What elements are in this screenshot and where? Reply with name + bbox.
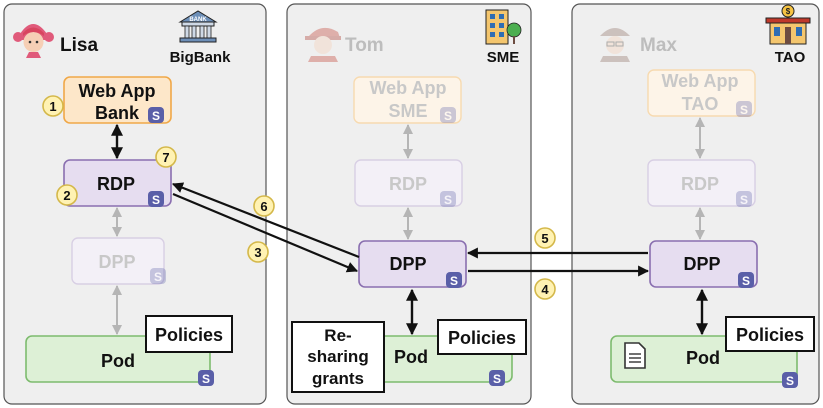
svg-text:1: 1 xyxy=(49,99,56,114)
rdp-lisa-label: RDP xyxy=(97,174,135,194)
office-building-icon xyxy=(485,9,522,45)
webapp-tao-label-1: Web App xyxy=(662,71,739,91)
policies-tao-box[interactable] xyxy=(725,316,815,352)
avatar-max-icon xyxy=(600,28,630,62)
svg-text:5: 5 xyxy=(541,231,548,246)
solid-logo-icon: S xyxy=(446,272,462,288)
svg-text:S: S xyxy=(786,374,794,388)
person-name-tom: Tom xyxy=(345,35,384,56)
avatar-tom-icon xyxy=(305,27,341,62)
dpp-lisa-label: DPP xyxy=(98,252,135,272)
bank-building-icon: BANK xyxy=(178,10,218,43)
resharing-grants-line-1: Re- xyxy=(324,326,351,345)
pod-tao-label: Pod xyxy=(686,348,720,368)
svg-text:S: S xyxy=(154,270,162,284)
svg-text:S: S xyxy=(450,274,458,288)
resharing-grants-line-3: grants xyxy=(312,369,364,388)
avatar-lisa-icon xyxy=(13,24,54,58)
svg-text:3: 3 xyxy=(254,245,261,260)
org-name-tao: TAO xyxy=(775,49,806,66)
policies-tao-label: Policies xyxy=(736,325,804,345)
dpp-tao-box[interactable] xyxy=(649,240,758,288)
svg-text:2: 2 xyxy=(63,188,70,203)
svg-text:S: S xyxy=(740,193,748,207)
svg-text:6: 6 xyxy=(260,199,267,214)
rdp-lisa-box[interactable] xyxy=(63,159,172,207)
solid-logo-icon: S xyxy=(198,370,214,386)
step-badge-3: 3 xyxy=(247,241,269,263)
solid-logo-icon: S xyxy=(440,107,456,123)
document-icon xyxy=(624,342,646,369)
svg-text:S: S xyxy=(152,193,160,207)
policies-sme-box[interactable] xyxy=(437,319,527,355)
step-badge-2: 2 xyxy=(56,184,78,206)
svg-text:S: S xyxy=(740,103,748,117)
org-name-sme: SME xyxy=(487,49,520,66)
rdp-tao-label: RDP xyxy=(681,174,719,194)
webapp-bank-label-2: Bank xyxy=(95,103,140,123)
svg-text:S: S xyxy=(444,193,452,207)
person-name-lisa: Lisa xyxy=(60,35,98,56)
solid-logo-icon: S xyxy=(736,191,752,207)
solid-logo-icon: S xyxy=(782,372,798,388)
arrow-step-6-dpp-to-rdp xyxy=(171,182,360,259)
webapp-tao-box[interactable] xyxy=(647,69,756,117)
webapp-bank-box[interactable] xyxy=(63,76,172,124)
solid-logo-icon: S xyxy=(440,191,456,207)
svg-text:S: S xyxy=(152,109,160,123)
webapp-sme-box[interactable] xyxy=(353,76,462,124)
pod-sme-label: Pod xyxy=(394,347,428,367)
person-name-max: Max xyxy=(640,35,677,56)
step-badge-6: 6 xyxy=(253,195,275,217)
policies-sme-label: Policies xyxy=(448,328,516,348)
pod-lisa-label: Pod xyxy=(101,351,135,371)
bank-sign-text: BANK xyxy=(189,17,207,23)
org-name-bigbank: BigBank xyxy=(170,49,232,66)
dpp-sme-label: DPP xyxy=(389,254,426,274)
policies-lisa-box[interactable] xyxy=(145,315,233,353)
rdp-sme-box[interactable] xyxy=(354,159,463,207)
svg-text:S: S xyxy=(742,274,750,288)
arrow-step-3-rdp-to-dpp xyxy=(172,192,359,273)
step-badge-7: 7 xyxy=(155,146,177,168)
dpp-lisa-box[interactable] xyxy=(71,237,165,285)
rdp-tao-box[interactable] xyxy=(647,159,756,207)
solid-logo-icon: S xyxy=(489,370,505,386)
solid-logo-icon: S xyxy=(148,107,164,123)
step-badge-5: 5 xyxy=(534,227,556,249)
solid-logo-icon: S xyxy=(150,268,166,284)
tao-sign-text: $ xyxy=(786,7,791,16)
dpp-sme-box[interactable] xyxy=(358,240,467,288)
step-badge-4: 4 xyxy=(534,278,556,300)
svg-text:S: S xyxy=(444,109,452,123)
solid-logo-icon: S xyxy=(148,191,164,207)
webapp-tao-label-2: TAO xyxy=(682,94,719,114)
webapp-sme-label-1: Web App xyxy=(370,78,447,98)
svg-text:S: S xyxy=(493,372,501,386)
resharing-grants-line-2: sharing xyxy=(307,347,368,366)
resharing-grants-box[interactable] xyxy=(291,321,385,393)
step-badge-1: 1 xyxy=(42,95,64,117)
svg-text:S: S xyxy=(202,372,210,386)
svg-text:4: 4 xyxy=(541,282,549,297)
svg-text:7: 7 xyxy=(162,150,169,165)
policies-lisa-label: Policies xyxy=(155,325,223,345)
webapp-sme-label-2: SME xyxy=(388,101,427,121)
solid-logo-icon: S xyxy=(736,101,752,117)
dpp-tao-label: DPP xyxy=(683,254,720,274)
solid-logo-icon: S xyxy=(738,272,754,288)
tao-building-icon: $ xyxy=(765,4,811,45)
webapp-bank-label-1: Web App xyxy=(79,81,156,101)
rdp-sme-label: RDP xyxy=(389,174,427,194)
